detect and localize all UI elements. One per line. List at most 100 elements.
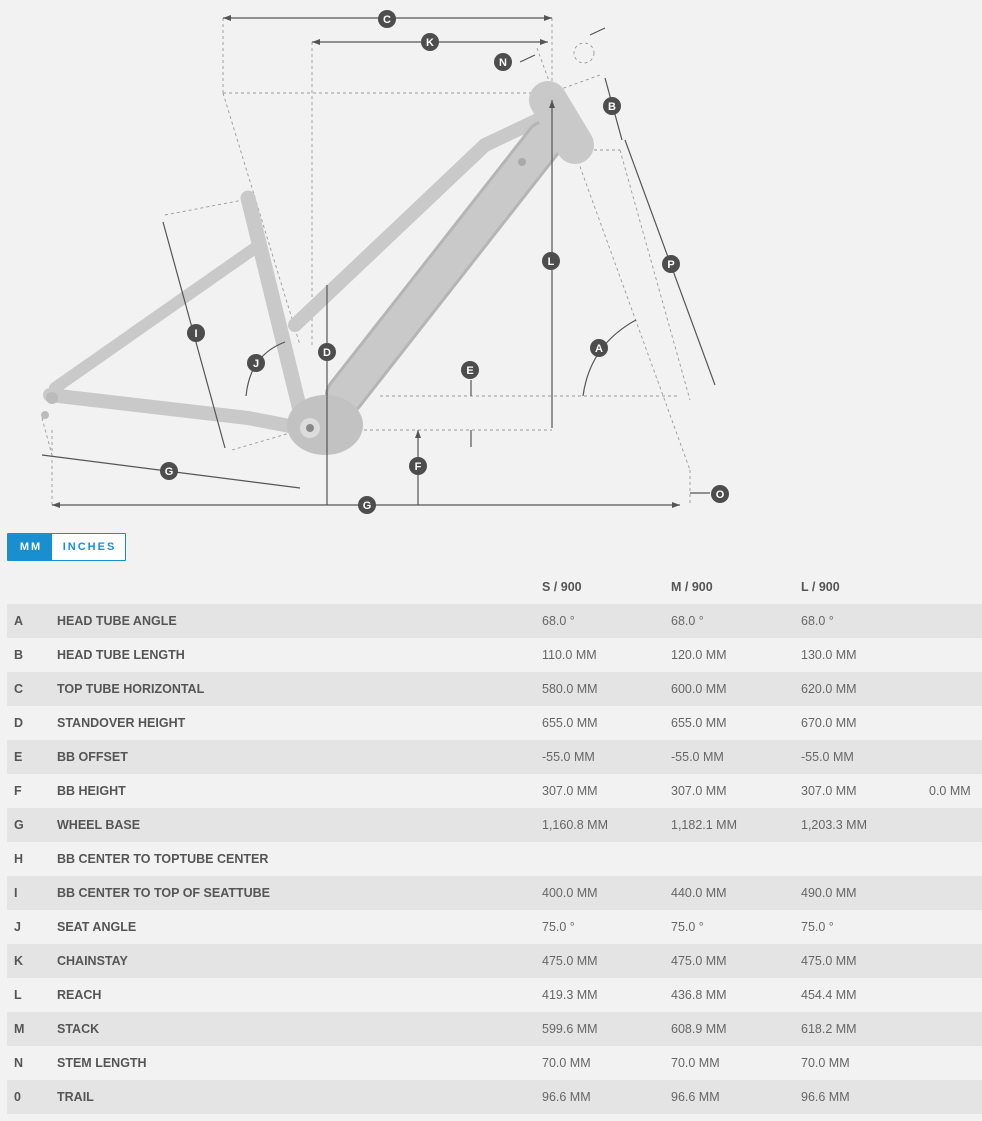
row-value-m: 120.0 MM xyxy=(671,648,727,662)
inches-toggle-button[interactable]: INCHES xyxy=(52,534,125,560)
column-header-l: L / 900 xyxy=(801,580,840,594)
svg-text:G: G xyxy=(165,466,174,478)
row-name: SEAT ANGLE xyxy=(57,920,137,934)
row-value-s: 599.6 MM xyxy=(542,1022,598,1036)
row-name: BB CENTER TO TOPTUBE CENTER xyxy=(57,852,269,866)
table-row: B HEAD TUBE LENGTH 110.0 MM 120.0 MM 130.0 M… xyxy=(7,638,982,672)
row-value-m: 96.6 MM xyxy=(671,1090,720,1104)
row-value-l: 454.4 MM xyxy=(801,988,857,1002)
row-value-s: 68.0 ° xyxy=(542,614,575,628)
table-row: I BB CENTER TO TOP OF SEATTUBE 400.0 MM 440… xyxy=(7,876,982,910)
row-value-s: -55.0 MM xyxy=(542,750,595,764)
svg-text:O: O xyxy=(716,489,725,501)
label-k: G xyxy=(160,462,178,480)
row-letter: 0 xyxy=(14,1090,21,1104)
row-value-l: 307.0 MM xyxy=(801,784,857,798)
row-letter: K xyxy=(14,954,24,968)
label-l: K xyxy=(421,33,439,51)
row-name: TRAIL xyxy=(57,1090,94,1104)
label-i: I xyxy=(187,324,205,342)
dimension-lines xyxy=(41,15,716,508)
svg-text:I: I xyxy=(194,328,197,340)
svg-text:B: B xyxy=(608,101,616,113)
row-value-s: 96.6 MM xyxy=(542,1090,591,1104)
svg-text:J: J xyxy=(253,358,259,370)
row-letter: L xyxy=(14,988,22,1002)
svg-text:K: K xyxy=(426,37,434,49)
table-row: N STEM LENGTH 70.0 MM 70.0 MM 70.0 MM xyxy=(7,1046,982,1080)
row-value-l: 618.2 MM xyxy=(801,1022,857,1036)
row-name: HEAD TUBE LENGTH xyxy=(57,648,185,662)
row-name: STACK xyxy=(57,1022,100,1036)
row-value-m: 475.0 MM xyxy=(671,954,727,968)
row-value-l: 670.0 MM xyxy=(801,716,857,730)
table-row: J SEAT ANGLE 75.0 ° 75.0 ° 75.0 ° xyxy=(7,910,982,944)
row-name: STEM LENGTH xyxy=(57,1056,147,1070)
label-p: P xyxy=(662,255,680,273)
row-letter: I xyxy=(14,886,18,900)
row-letter: B xyxy=(14,648,24,662)
row-value-s: 75.0 ° xyxy=(542,920,575,934)
label-f: F xyxy=(409,457,427,475)
row-name: HEAD TUBE ANGLE xyxy=(57,614,177,628)
row-letter: D xyxy=(14,716,24,730)
row-value-m: 436.8 MM xyxy=(671,988,727,1002)
row-value-m: 307.0 MM xyxy=(671,784,727,798)
row-value-s: 475.0 MM xyxy=(542,954,598,968)
mm-toggle-button[interactable]: MM xyxy=(8,534,52,560)
svg-text:F: F xyxy=(415,461,422,473)
row-value-s: 110.0 MM xyxy=(542,648,597,662)
row-value-s: 400.0 MM xyxy=(542,886,598,900)
label-o: O xyxy=(711,485,729,503)
row-letter: E xyxy=(14,750,23,764)
svg-text:E: E xyxy=(466,365,473,377)
row-value-s: 655.0 MM xyxy=(542,716,598,730)
row-value-m: 655.0 MM xyxy=(671,716,727,730)
row-value-m: 440.0 MM xyxy=(671,886,727,900)
row-letter: N xyxy=(14,1056,24,1070)
svg-text:A: A xyxy=(595,343,603,355)
row-value-s: 70.0 MM xyxy=(542,1056,591,1070)
column-header-m: M / 900 xyxy=(671,580,713,594)
row-name: BB CENTER TO TOP OF SEATTUBE xyxy=(57,886,270,900)
label-b: B xyxy=(603,97,621,115)
label-c: C xyxy=(378,10,396,28)
label-a: A xyxy=(590,339,608,357)
svg-text:D: D xyxy=(323,347,331,359)
row-letter: C xyxy=(14,682,24,696)
row-letter: H xyxy=(14,852,24,866)
units-toggle[interactable]: MM INCHES xyxy=(7,533,126,561)
row-value-m: 1,182.1 MM xyxy=(671,818,738,832)
label-e: E xyxy=(461,361,479,379)
row-name: BB HEIGHT xyxy=(57,784,126,798)
svg-text:N: N xyxy=(499,57,507,69)
row-value-m: 70.0 MM xyxy=(671,1056,720,1070)
row-name: WHEEL BASE xyxy=(57,818,141,832)
label-d: D xyxy=(318,343,336,361)
row-letter: F xyxy=(14,784,22,798)
row-value-l: 75.0 ° xyxy=(801,920,834,934)
row-value-extra: 0.0 MM xyxy=(929,784,971,798)
row-value-l: 70.0 MM xyxy=(801,1056,850,1070)
row-letter: J xyxy=(14,920,21,934)
row-name: CHAINSTAY xyxy=(57,954,128,968)
bike-frame xyxy=(41,81,594,455)
label-n: N xyxy=(494,53,512,71)
row-value-m: 75.0 ° xyxy=(671,920,704,934)
row-value-l: 130.0 MM xyxy=(801,648,857,662)
table-header: S / 900 M / 900 L / 900 xyxy=(7,570,982,604)
row-name: REACH xyxy=(57,988,102,1002)
row-value-l: -55.0 MM xyxy=(801,750,854,764)
row-value-l: 490.0 MM xyxy=(801,886,857,900)
label-m: L xyxy=(542,252,560,270)
row-value-l: 620.0 MM xyxy=(801,682,857,696)
svg-text:L: L xyxy=(548,256,555,268)
row-value-m: 68.0 ° xyxy=(671,614,704,628)
table-row: H BB CENTER TO TOPTUBE CENTER xyxy=(7,842,982,876)
